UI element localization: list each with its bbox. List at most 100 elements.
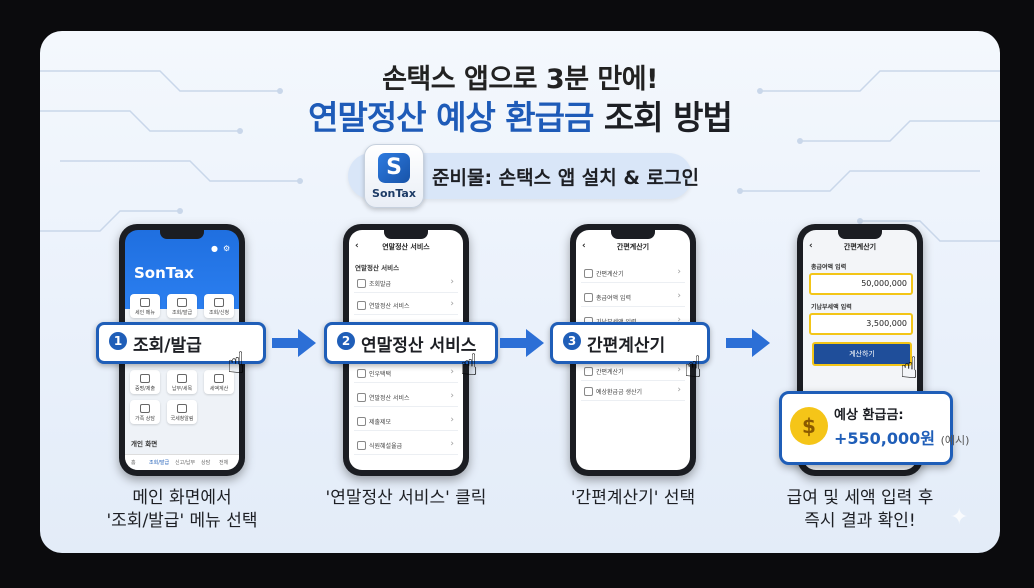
phone-notch [838, 230, 882, 239]
app-icon-label: SonTax [372, 187, 416, 200]
chevron-right-icon: › [677, 315, 681, 325]
sontax-logo: SonTax [134, 264, 194, 282]
menu-row[interactable]: 간편계산기› [581, 264, 685, 283]
pointer-hand-icon: ☝ [684, 350, 703, 385]
row-icon [357, 441, 366, 450]
menu-row[interactable]: 예상환급금 생산기› [581, 382, 685, 401]
menu-row[interactable]: 인우택택› [354, 364, 458, 383]
nav-all[interactable]: 전체 [219, 460, 229, 466]
tile-icon [214, 298, 224, 307]
pointer-hand-icon: ☝ [460, 348, 479, 383]
menu-tile[interactable]: 증명/제출 [130, 370, 160, 394]
preparation-text: 준비물: 손택스 앱 설치 & 로그인 [432, 167, 700, 189]
phone-notch [611, 230, 655, 239]
screen-header: ‹간편계산기 [582, 241, 650, 251]
headline-dark-text: 조회 방법 [603, 98, 733, 137]
chevron-right-icon: › [450, 439, 454, 449]
sparkle-icon: ✦ [950, 505, 969, 530]
step3-label-text: 간편계산기 [587, 336, 666, 356]
menu-row[interactable]: 간편계산기› [581, 362, 685, 381]
chevron-right-icon: › [677, 365, 681, 375]
tile-icon [140, 298, 150, 307]
salary-input[interactable]: 50,000,000 [809, 273, 913, 295]
arrow-right-icon [500, 329, 544, 357]
row-icon [357, 417, 366, 426]
chevron-right-icon: › [450, 299, 454, 309]
calculate-button[interactable]: 계산하기 [812, 342, 912, 366]
bottom-nav: 홈 조회/발급 신고/납부 상담 전체 [125, 454, 239, 470]
row-icon [584, 367, 593, 376]
menu-tile[interactable]: 국세청알림 [167, 400, 197, 424]
arrow-right-icon [272, 329, 316, 357]
chevron-right-icon: › [677, 267, 681, 277]
row-icon [357, 279, 366, 288]
step1-number-badge: 1 [109, 332, 127, 350]
row-icon [357, 393, 366, 402]
tile-icon [177, 298, 187, 307]
s-logo-icon: S [378, 153, 410, 183]
sontax-app-icon: S SonTax [364, 144, 424, 208]
step3-label: 3 간편계산기 [550, 322, 710, 364]
pointer-hand-icon: ☝ [227, 346, 246, 381]
step2-label-text: 연말정산 서비스 [361, 336, 477, 356]
menu-row[interactable]: 연말정산 서비스› [354, 388, 458, 407]
refund-amount: +550,000원 (예시) [834, 429, 970, 448]
arrow-right-icon [726, 329, 770, 357]
menu-row[interactable]: 연말정산 서비스› [354, 296, 458, 315]
nav-report[interactable]: 신고/납부 [175, 460, 196, 466]
nav-inquiry[interactable]: 조회/발급 [149, 460, 170, 466]
step1-label-text: 조회/발급 [133, 336, 202, 356]
menu-tile[interactable]: 세인 메뉴 [130, 294, 160, 318]
menu-row[interactable]: 총급여액 입력› [581, 288, 685, 307]
step1-caption: 메인 화면에서 '조회/발급' 메뉴 선택 [106, 488, 258, 531]
chevron-right-icon: › [450, 415, 454, 425]
circuit-background [40, 70, 1000, 242]
headline-line2: 연말정산 예상 환급금 조회 방법 [40, 91, 1000, 139]
refund-note: (예시) [940, 434, 970, 447]
row-icon [584, 269, 593, 278]
nav-home[interactable]: 홈 [131, 460, 136, 466]
row-icon [357, 369, 366, 378]
refund-label: 예상 환급금: [834, 408, 904, 423]
section-title: 연말정산 서비스 [355, 264, 400, 272]
menu-row[interactable]: 식원혜설율급› [354, 436, 458, 455]
chevron-right-icon: › [450, 391, 454, 401]
headline-line1: 손택스 앱으로 3분 만에! [382, 64, 658, 95]
chevron-right-icon: › [677, 385, 681, 395]
phone-notch [160, 230, 204, 239]
chevron-right-icon: › [450, 367, 454, 377]
menu-tile[interactable]: 납부/세목 [167, 370, 197, 394]
settings-icon: ⚙ [223, 244, 231, 253]
tile-icon [177, 374, 187, 383]
tax-paid-label: 기납부세액 입력 [811, 304, 852, 311]
money-bag-icon: $ [790, 407, 828, 445]
tile-icon [177, 404, 187, 413]
tile-icon [214, 374, 224, 383]
menu-row[interactable]: 제출제모› [354, 412, 458, 431]
phone-notch [384, 230, 428, 239]
back-icon[interactable]: ‹ [355, 241, 359, 251]
chevron-right-icon: › [677, 291, 681, 301]
tax-paid-input[interactable]: 3,500,000 [809, 313, 913, 335]
menu-tile[interactable]: 가족 상담 [130, 400, 160, 424]
menu-row[interactable]: 조회발급› [354, 274, 458, 293]
tile-icon [140, 404, 150, 413]
step4-caption: 급여 및 세액 입력 후 즉시 결과 확인! [786, 488, 934, 531]
back-icon[interactable]: ‹ [582, 241, 586, 251]
menu-tile[interactable]: 세액계산 [204, 370, 234, 394]
headline-blue-text: 연말정산 예상 환급금 [308, 98, 594, 137]
bell-icon: ● [211, 244, 218, 253]
step2-label: 2 연말정산 서비스 [324, 322, 498, 364]
chevron-right-icon: › [450, 277, 454, 287]
menu-tile[interactable]: 조회/발급 [167, 294, 197, 318]
infographic-card: 손택스 앱으로 3분 만에! 연말정산 예상 환급금 조회 방법 S SonTa… [40, 31, 1000, 553]
step2-caption: '연말정산 서비스' 클릭 [325, 488, 487, 508]
menu-tile[interactable]: 조회/신청 [204, 294, 234, 318]
screen-header: ‹간편계산기 [809, 241, 877, 251]
screen-header: ‹연말정산 서비스 [355, 241, 430, 251]
back-icon[interactable]: ‹ [809, 241, 813, 251]
section-title: 개인 화면 [131, 440, 158, 448]
tile-icon [140, 374, 150, 383]
refund-result-box: $ 예상 환급금: +550,000원 (예시) [779, 391, 969, 465]
nav-consult[interactable]: 상담 [201, 460, 211, 466]
